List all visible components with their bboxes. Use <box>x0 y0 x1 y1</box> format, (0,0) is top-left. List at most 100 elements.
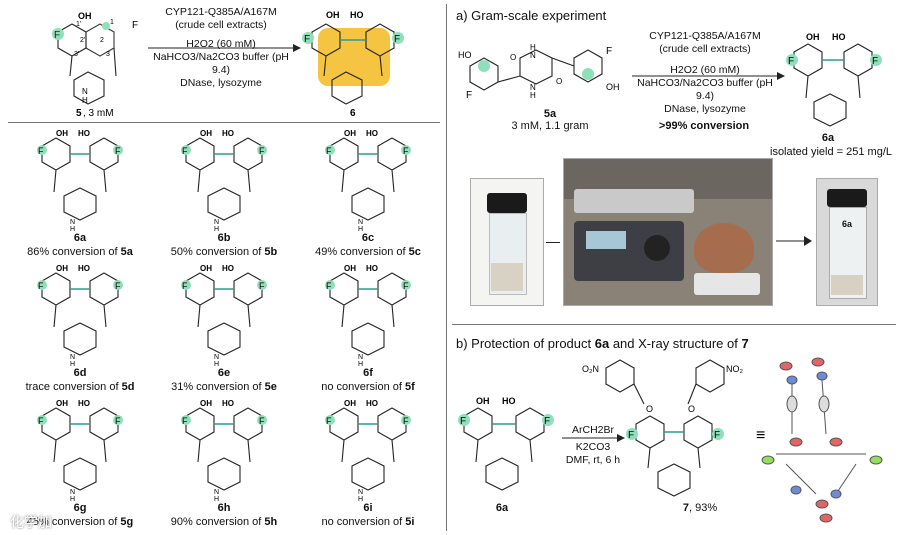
svg-text:OH: OH <box>344 129 356 138</box>
svg-text:OH: OH <box>344 264 356 273</box>
svg-text:F: F <box>182 281 188 291</box>
svg-text:F: F <box>606 46 612 57</box>
svg-text:F: F <box>460 416 466 427</box>
label-5a: 5a <box>543 108 557 120</box>
svg-text:HO: HO <box>78 399 90 408</box>
svg-text:F: F <box>403 146 409 156</box>
svg-text:N: N <box>358 489 363 496</box>
svg-text:OH: OH <box>806 32 820 42</box>
isolated-yield: isolated yield = 251 mg/L <box>770 146 892 158</box>
svg-text:N: N <box>70 354 75 361</box>
conversion-caption: no conversion of 5i <box>321 516 415 528</box>
svg-text:H: H <box>70 496 75 502</box>
svg-text:N: N <box>214 219 219 226</box>
svg-text:O: O <box>556 77 562 86</box>
top-left-divider <box>8 122 440 123</box>
svg-text:F: F <box>714 430 720 441</box>
svg-text:, 3 mM: , 3 mM <box>83 108 114 119</box>
svg-text:N: N <box>358 219 363 226</box>
svg-text:O: O <box>510 53 516 62</box>
compound-label: 6f <box>363 367 373 379</box>
top-conditions: CYP121-Q385A/A167M (crude cell extracts)… <box>153 6 289 89</box>
reactor-photo <box>563 158 773 306</box>
svg-text:H: H <box>214 361 219 367</box>
reactant-5-structure <box>57 23 117 105</box>
product-7-structure <box>605 359 725 497</box>
svg-text:HO: HO <box>832 32 846 42</box>
svg-text:F: F <box>38 281 44 291</box>
conversion-caption: 31% conversion of 5e <box>171 381 277 393</box>
xray-structure <box>761 357 883 523</box>
conversion-caption: 50% conversion of 5b <box>170 246 278 258</box>
svg-text:HO: HO <box>366 399 378 408</box>
svg-text:HO: HO <box>78 264 90 273</box>
svg-text:F: F <box>115 281 121 291</box>
svg-text:F: F <box>182 146 188 156</box>
svg-text:H: H <box>70 361 75 367</box>
vial-photo-right: 6a <box>816 178 878 306</box>
label-6a-b: 6a <box>495 502 509 514</box>
conversion-text: >99% conversion <box>658 120 750 132</box>
svg-text:OH: OH <box>326 10 340 20</box>
svg-text:F: F <box>115 146 121 156</box>
product-6-structure <box>311 23 395 105</box>
atom-f: F <box>54 30 60 41</box>
product-6-highlight <box>318 28 390 86</box>
svg-text:5: 5 <box>76 108 82 119</box>
svg-text:F: F <box>628 430 634 441</box>
svg-text:F: F <box>259 416 265 426</box>
svg-text:F: F <box>394 34 400 45</box>
svg-text:OH: OH <box>56 399 68 408</box>
svg-text:HO: HO <box>366 264 378 273</box>
svg-text:F: F <box>326 146 332 156</box>
vertical-divider <box>446 4 447 531</box>
svg-text:H: H <box>358 496 363 502</box>
svg-text:OH: OH <box>344 399 356 408</box>
svg-text:2: 2 <box>100 37 104 44</box>
compound-label: 6d <box>73 367 87 379</box>
svg-text:≡: ≡ <box>756 427 765 444</box>
svg-text:HO: HO <box>222 399 234 408</box>
svg-text:F: F <box>403 281 409 291</box>
svg-text:3: 3 <box>106 51 110 58</box>
svg-text:HO: HO <box>502 396 516 406</box>
svg-text:F: F <box>326 416 332 426</box>
svg-text:F: F <box>132 20 138 31</box>
svg-text:H: H <box>530 91 536 100</box>
conversion-caption: 86% conversion of 5a <box>27 246 133 258</box>
vial-label: 6a <box>841 219 852 229</box>
svg-text:HO: HO <box>366 129 378 138</box>
svg-text:H: H <box>530 43 536 52</box>
section-b-title: b) Protection of product 6a and X-ray st… <box>456 336 749 351</box>
compound-label: 6c <box>361 232 375 244</box>
svg-text:HO: HO <box>350 10 364 20</box>
vial-photo-left <box>470 178 544 306</box>
svg-text:F: F <box>259 281 265 291</box>
compound-label: 6g <box>73 502 87 514</box>
product-6a-structure <box>793 43 873 127</box>
svg-text:N: N <box>358 354 363 361</box>
svg-text:HO: HO <box>222 264 234 273</box>
svg-text:NO₂: NO₂ <box>726 364 744 374</box>
svg-text:2': 2' <box>80 37 85 44</box>
svg-text:N: N <box>70 489 75 496</box>
svg-text:O: O <box>646 404 653 414</box>
svg-text:F: F <box>38 416 44 426</box>
svg-text:F: F <box>304 34 310 45</box>
compound-label: 6e <box>217 367 231 379</box>
photo-arrow <box>776 236 812 246</box>
compound-label: 6i <box>363 502 373 514</box>
svg-text:1: 1 <box>110 19 114 26</box>
